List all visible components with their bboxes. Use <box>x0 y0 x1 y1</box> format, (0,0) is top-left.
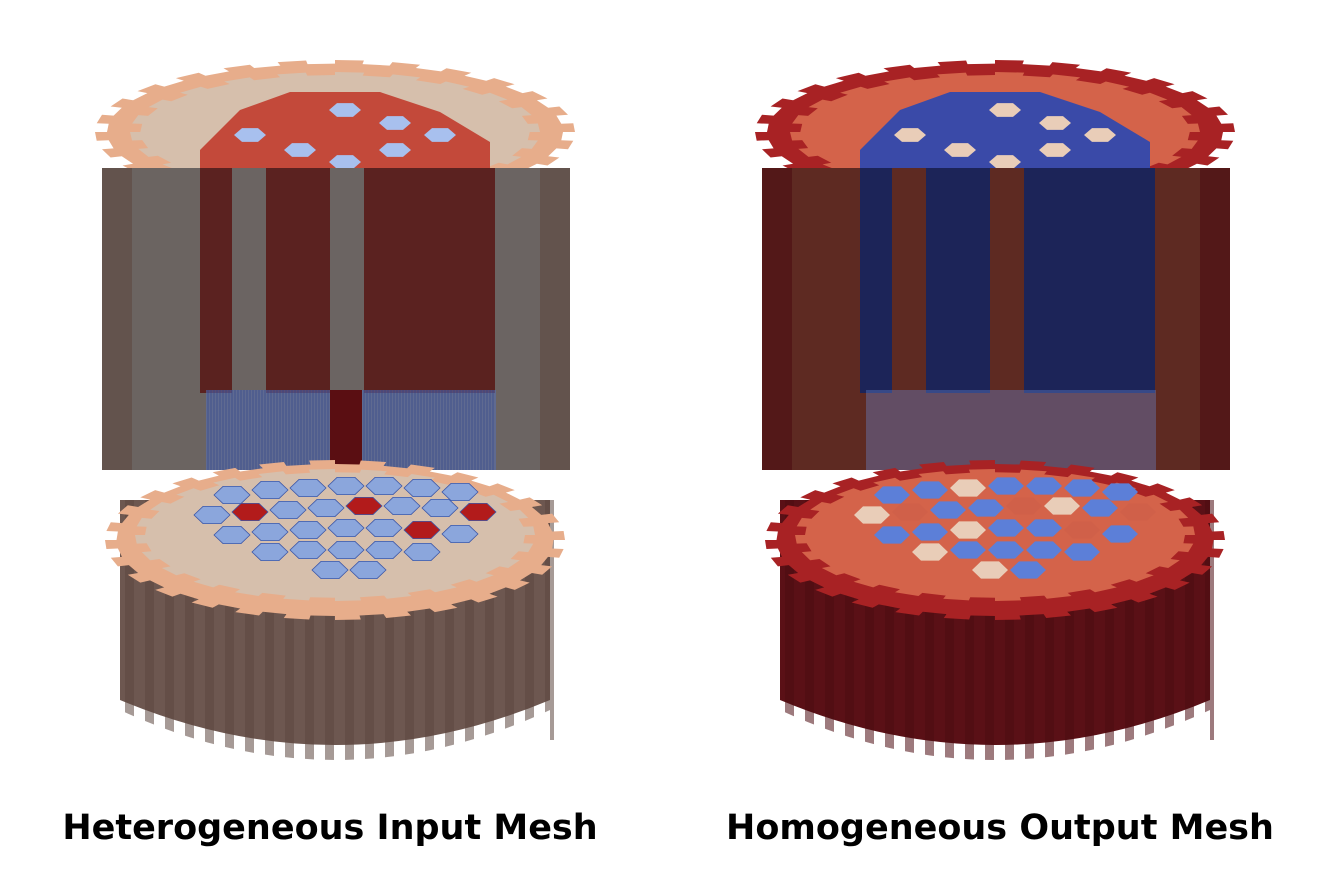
fine-mesh-band <box>866 390 1156 470</box>
input-mesh-caption: Heterogeneous Input Mesh <box>62 808 598 848</box>
input-mesh-panel: Heterogeneous Input Mesh <box>62 60 598 848</box>
lower-cap <box>765 460 1225 620</box>
output-mesh-render <box>755 60 1235 780</box>
output-mesh-caption: Homogeneous Output Mesh <box>726 808 1274 848</box>
assembly-array <box>193 476 497 579</box>
cross-section-plane <box>762 168 1230 470</box>
output-mesh-panel: Homogeneous Output Mesh <box>660 0 1317 876</box>
cross-section-plane <box>102 168 570 470</box>
fine-mesh-band <box>206 390 496 470</box>
assembly-array <box>854 477 1156 579</box>
lower-cap <box>105 460 565 620</box>
input-mesh-render <box>95 60 575 780</box>
